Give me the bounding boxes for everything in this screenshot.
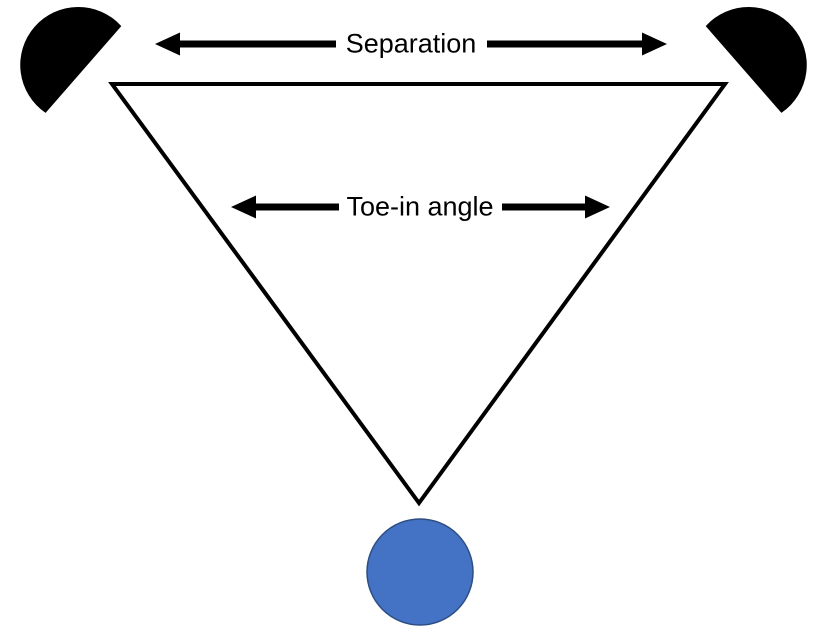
separation-arrow-left — [155, 32, 336, 56]
toe-in-triangle — [108, 82, 729, 507]
left-sensor-shape — [20, 6, 122, 113]
separation-arrow-right — [487, 32, 667, 56]
toe-in-arrow-left — [231, 195, 339, 219]
right-sensor-shape — [705, 6, 807, 113]
separation-label: Separation — [345, 28, 477, 59]
target-circle — [366, 518, 474, 626]
toe-in-arrow-right — [502, 195, 610, 219]
toe-in-angle-label: Toe-in angle — [346, 191, 494, 222]
